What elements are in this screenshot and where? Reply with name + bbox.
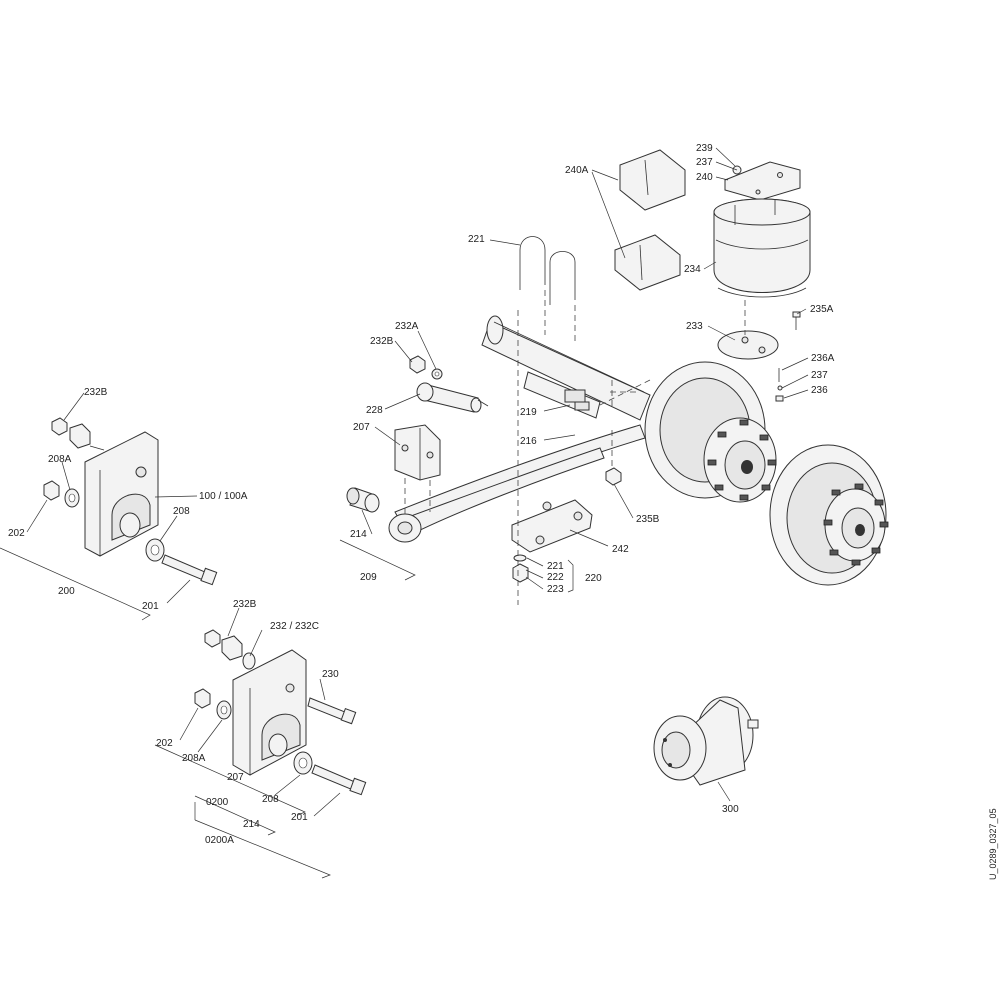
label-201-low: 201 [291,812,308,823]
label-232A: 232A [395,321,419,332]
hanger-bracket-207 [232,649,307,776]
nut-235B [605,467,622,486]
label-234: 234 [684,264,701,275]
nut-202-left [43,480,60,501]
bolt-201-left [161,554,218,586]
label-232B-top: 232B [370,336,394,347]
label-202-left: 202 [8,528,25,539]
label-237-b: 237 [811,370,828,381]
spring-seat-219 [523,371,601,419]
clamp-plate-242 [511,499,593,553]
brake-drum [644,361,777,503]
washer-208-low [293,751,313,775]
top-plate-240 [724,161,801,201]
nut-202-low [194,688,211,709]
label-240: 240 [696,172,713,183]
air-spring-234 [713,198,811,298]
label-100-100A: 100 / 100A [199,491,248,502]
label-233: 233 [686,321,703,332]
disc-studs [823,483,889,566]
nut-232B-left [51,417,105,451]
label-209: 209 [360,572,377,583]
label-242: 242 [612,544,629,555]
washer-208A-low [216,700,232,720]
fasteners-221-222-223 [512,554,529,583]
label-214-low: 214 [243,819,260,830]
brake-disc [769,444,889,586]
label-214-top: 214 [350,529,367,540]
label-201-left: 201 [142,601,159,612]
label-208A-low: 208A [182,753,206,764]
piston-plate-233 [717,330,779,360]
label-230: 230 [322,669,339,680]
label-300: 300 [722,804,739,815]
wheel-studs [707,419,777,501]
washer-232-232C [242,652,256,670]
label-0200A: 0200A [205,835,234,846]
label-237: 237 [696,157,713,168]
washer-237 [777,385,783,391]
label-0200: 0200 [206,797,229,808]
washer-208-left [145,538,165,562]
label-202-low: 202 [156,738,173,749]
shock-absorber-228 [416,382,489,413]
nut-236 [775,395,784,402]
washer-208A-left [64,488,80,508]
label-239: 239 [696,143,713,154]
washer-232A [431,368,443,380]
label-222: 222 [547,572,564,583]
axle-bracket-240A [614,149,686,291]
label-207-top: 207 [353,422,370,433]
label-208-left: 208 [173,506,190,517]
label-220: 220 [585,573,602,584]
label-240A: 240A [565,165,589,176]
label-235A: 235A [810,304,834,315]
axle-beam [481,315,651,421]
leaf-spring [388,424,646,543]
label-228: 228 [366,405,383,416]
drawing-id: U_0289_0327_05 [988,808,998,880]
label-219: 219 [520,407,537,418]
bracket-207-top [394,424,441,481]
bolt-201-low [311,764,367,796]
label-232B-low: 232B [233,599,257,610]
u-bolts-221 [519,236,576,305]
dashed-guides-axle [404,290,746,605]
label-232-232C: 232 / 232C [270,621,319,632]
label-216: 216 [520,436,537,447]
label-208-low: 208 [262,794,279,805]
nut-232B-low [204,629,243,661]
label-221-b: 221 [547,561,564,572]
bushing-214 [346,487,380,513]
bolt-235A [792,311,801,330]
nut-232B-top [409,355,426,374]
label-236A: 236A [811,353,835,364]
label-200: 200 [58,586,75,597]
label-208A-left: 208A [48,454,72,465]
callout-labels: 239 237 240 240A 221 234 235A 233 236A 2… [8,143,998,880]
label-236: 236 [811,385,828,396]
label-223: 223 [547,584,564,595]
brake-chamber-300 [653,696,759,786]
label-232B-left: 232B [84,387,108,398]
bolt-230 [307,697,357,725]
leader-lines [0,147,809,879]
label-235B: 235B [636,514,660,525]
label-207-low: 207 [227,772,244,783]
hanger-bracket-100 [84,431,159,557]
label-221: 221 [468,234,485,245]
